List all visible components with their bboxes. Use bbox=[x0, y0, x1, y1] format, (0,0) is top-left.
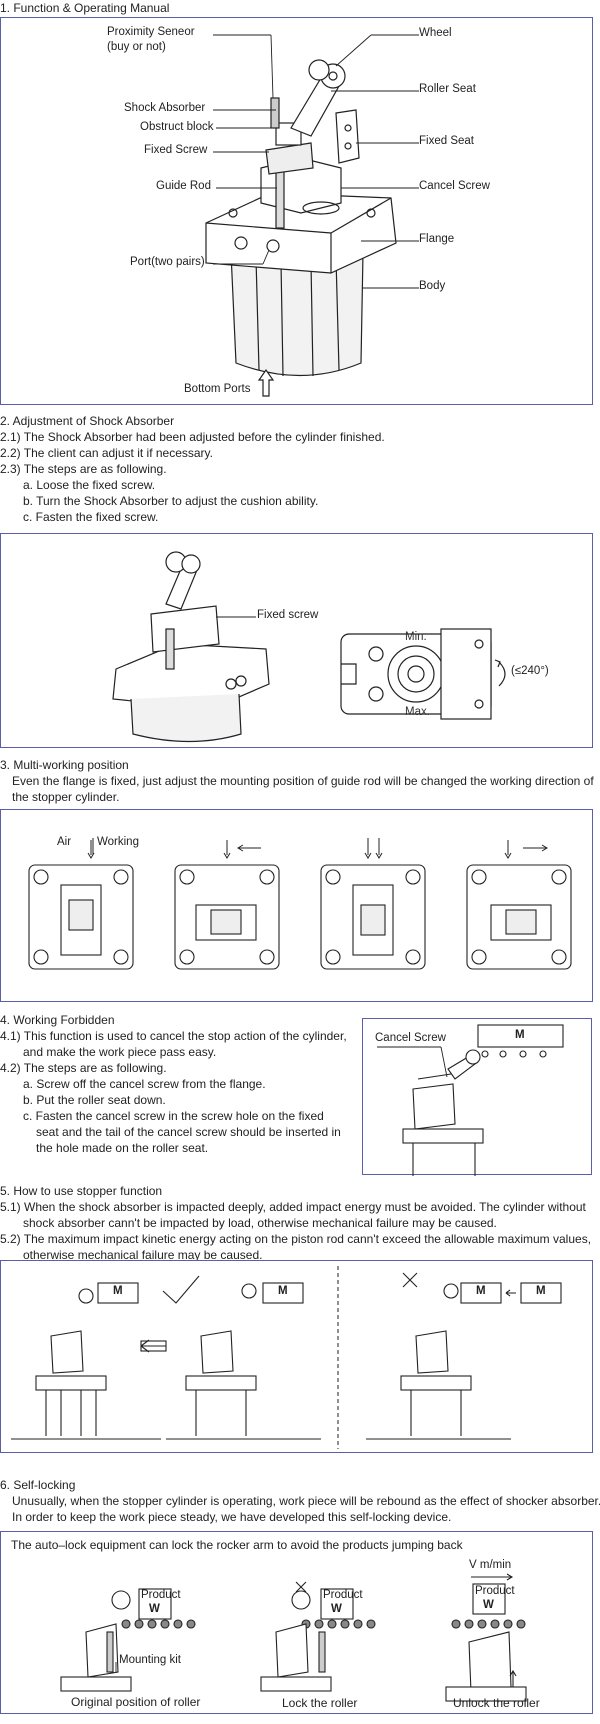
section4-step: the hole made on the roller seat. bbox=[36, 1141, 209, 1155]
label-product: Product bbox=[141, 1589, 181, 1601]
working-positions-illustration bbox=[28, 838, 572, 970]
section5-title: 5. How to use stopper function bbox=[0, 1184, 163, 1198]
section5-line: 5.1) When the shock absorber is impacted… bbox=[0, 1200, 586, 1214]
label-air: Air bbox=[57, 836, 72, 848]
label-guide-rod: Guide Rod bbox=[156, 180, 211, 192]
label-velocity: V m/min bbox=[469, 1559, 512, 1571]
section1-title: 1. Function & Operating Manual bbox=[0, 1, 170, 15]
section6-line: Unusually, when the stopper cylinder is … bbox=[12, 1494, 600, 1508]
load-m-label: M bbox=[278, 1285, 288, 1297]
self-locking-illustration bbox=[60, 1573, 527, 1702]
cancel-screw-illustration bbox=[377, 1024, 564, 1176]
load-m-label: M bbox=[476, 1285, 486, 1297]
caption-unlock-roller: Unlock the roller bbox=[453, 1696, 540, 1710]
label-fixed-screw: Fixed Screw bbox=[144, 144, 208, 156]
label-obstruct-block: Obstruct block bbox=[140, 121, 214, 133]
section3-line: the stopper cylinder. bbox=[12, 790, 120, 804]
label-product: Product bbox=[323, 1589, 363, 1601]
label-w: W bbox=[483, 1599, 494, 1611]
section6-figure-frame: The auto–lock equipment can lock the roc… bbox=[0, 1531, 593, 1714]
shock-adjust-illustration bbox=[112, 551, 506, 743]
section4-figure-frame: Cancel Screw M bbox=[362, 1018, 592, 1176]
label-body: Body bbox=[419, 280, 446, 292]
section4-line: 4.1) This function is used to cancel the… bbox=[0, 1029, 347, 1043]
section2-title: 2. Adjustment of Shock Absorber bbox=[0, 414, 175, 428]
section4-step: b. Put the roller seat down. bbox=[23, 1093, 166, 1107]
label-wheel: Wheel bbox=[419, 27, 452, 39]
section6-title: 6. Self-locking bbox=[0, 1478, 76, 1492]
section5-line: shock absorber cann't be impacted by loa… bbox=[23, 1216, 497, 1230]
load-m-label: M bbox=[536, 1285, 546, 1297]
label-shock-absorber: Shock Absorber bbox=[124, 102, 206, 114]
caption-original-position: Original position of roller bbox=[71, 1695, 201, 1709]
section4-step: c. Fasten the cancel screw in the screw … bbox=[23, 1109, 324, 1123]
section4-step: seat and the tail of the cancel screw sh… bbox=[36, 1125, 341, 1139]
label-port: Port(two pairs) bbox=[130, 256, 205, 268]
section2-line: 2.1) The Shock Absorber had been adjuste… bbox=[0, 430, 385, 444]
section2-line: 2.2) The client can adjust it if necessa… bbox=[0, 446, 213, 460]
section2-line: 2.3) The steps are as following. bbox=[0, 462, 167, 476]
section4-line: and make the work piece pass easy. bbox=[23, 1045, 217, 1059]
label-w: W bbox=[331, 1603, 342, 1615]
label-product: Product bbox=[475, 1585, 515, 1597]
section3-title: 3. Multi-working position bbox=[0, 758, 129, 772]
stopper-usage-illustration bbox=[11, 1266, 562, 1449]
section3-line: Even the flange is fixed, just adjust th… bbox=[12, 774, 594, 788]
section2-figure-frame: Fixed screw Min. Max. (≤240°) bbox=[0, 533, 593, 748]
section2-step: a. Loose the fixed screw. bbox=[23, 478, 156, 492]
label-mounting-kit: Mounting kit bbox=[119, 1654, 182, 1666]
section2-step: c. Fasten the fixed screw. bbox=[23, 510, 159, 524]
section4-step: a. Screw off the cancel screw from the f… bbox=[23, 1077, 266, 1091]
cylinder-illustration bbox=[205, 34, 419, 397]
label-angle: (≤240°) bbox=[511, 665, 549, 677]
label-min: Min. bbox=[405, 631, 427, 643]
label-cancel-screw: Cancel Screw bbox=[375, 1032, 446, 1044]
label-w: W bbox=[149, 1603, 160, 1615]
self-lock-box-title: The auto–lock equipment can lock the roc… bbox=[11, 1538, 463, 1552]
section5-line: otherwise mechanical failure may be caus… bbox=[23, 1248, 263, 1262]
label-roller-seat: Roller Seat bbox=[419, 83, 476, 95]
label-proximity-sensor-note: (buy or not) bbox=[107, 41, 166, 53]
section1-figure-frame: Proximity Seneor (buy or not) Shock Abso… bbox=[0, 17, 593, 405]
section2-step: b. Turn the Shock Absorber to adjust the… bbox=[23, 494, 319, 508]
label-fixed-seat: Fixed Seat bbox=[419, 135, 474, 147]
label-bottom-ports: Bottom Ports bbox=[184, 383, 251, 395]
load-m-label: M bbox=[113, 1285, 123, 1297]
label-working: Working bbox=[97, 836, 139, 848]
section4-line: 4.2) The steps are as following. bbox=[0, 1061, 167, 1075]
section6-line: In order to keep the work piece steady, … bbox=[12, 1510, 452, 1524]
section5-figure-frame: M M M M bbox=[0, 1260, 593, 1453]
label-cancel-screw: Cancel Screw bbox=[419, 180, 490, 192]
label-fixed-screw: Fixed screw bbox=[257, 609, 319, 621]
section5-line: 5.2) The maximum impact kinetic energy a… bbox=[0, 1232, 592, 1246]
label-flange: Flange bbox=[419, 233, 455, 245]
label-proximity-sensor: Proximity Seneor bbox=[107, 26, 195, 38]
label-m: M bbox=[515, 1029, 525, 1041]
section3-figure-frame: Air Working bbox=[0, 809, 593, 1002]
caption-lock-roller: Lock the roller bbox=[282, 1696, 358, 1710]
section4-title: 4. Working Forbidden bbox=[0, 1013, 115, 1027]
label-max: Max. bbox=[405, 706, 430, 718]
